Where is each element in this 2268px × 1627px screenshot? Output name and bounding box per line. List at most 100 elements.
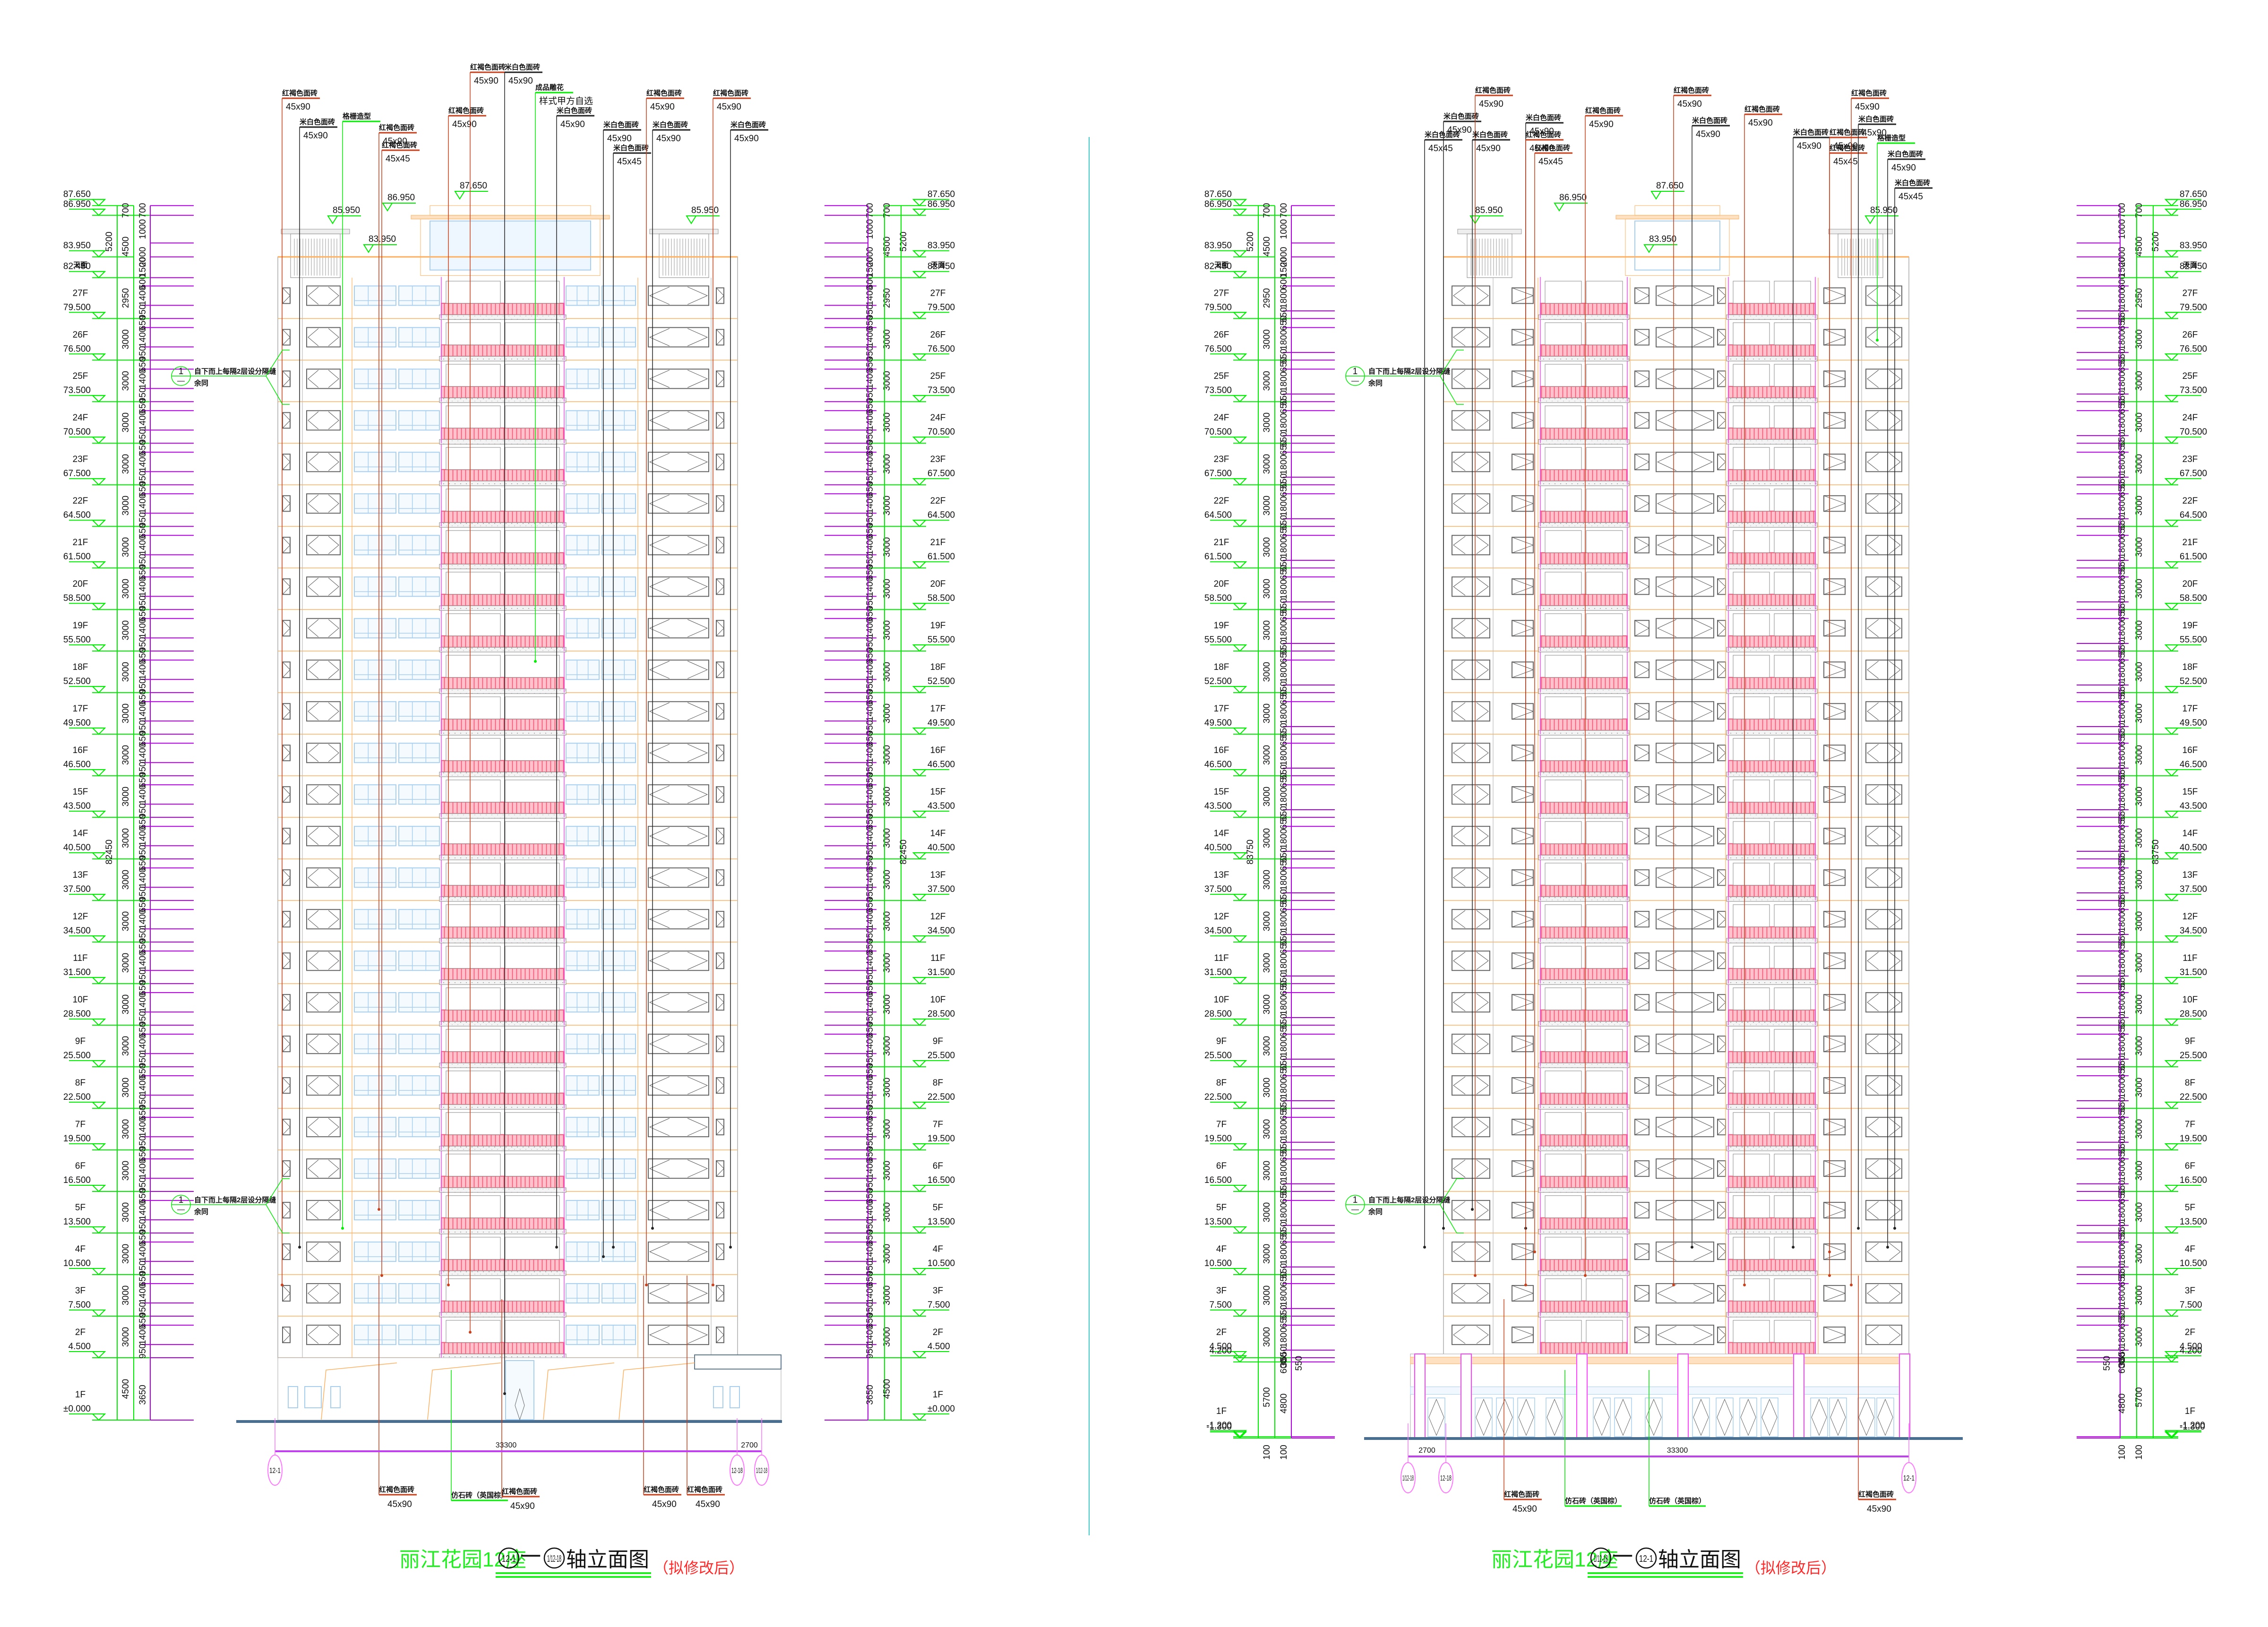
dim-floor-height: 3000 (121, 329, 131, 349)
detail-number: 1 (179, 367, 184, 377)
balcony-door (1586, 904, 1623, 927)
window-opening-mark (1693, 660, 1713, 679)
balcony-slab (1726, 1146, 1818, 1151)
dim-floor-height: 3000 (2134, 1078, 2144, 1097)
small-window (1634, 911, 1649, 928)
dim-segment: 650 (138, 1230, 148, 1245)
dim-segment: 550 (2117, 764, 2127, 779)
callout-material: 红褐色面砖 (379, 1485, 414, 1494)
dim-floor-height: 3000 (1262, 787, 1272, 806)
balcony-door (446, 488, 501, 512)
floor-label: 3F (75, 1286, 86, 1296)
glazed-window (566, 701, 600, 722)
window-opening-mark (282, 952, 291, 961)
floor-label: 21F (73, 538, 88, 548)
floor-label: 2F (2185, 1327, 2195, 1337)
dim-floor-height: 3000 (882, 496, 892, 515)
dim-floor-height: 3000 (121, 911, 131, 931)
level-value: 43.500 (928, 801, 955, 811)
level-triangle-icon (91, 1413, 106, 1421)
axis-dim-side: 2700 (741, 1441, 758, 1449)
window-opening-mark (1453, 1201, 1466, 1219)
window-opening-mark (1476, 1035, 1489, 1053)
level-triangle-icon (912, 1060, 927, 1068)
balcony-door (1586, 1195, 1623, 1218)
dim-segment: 1800 (2117, 330, 2127, 350)
glazed-window (354, 327, 396, 348)
level-triangle-icon (382, 203, 393, 212)
window-opening-mark (1634, 786, 1649, 795)
balcony-door (1545, 572, 1582, 595)
dim-segment: 650 (138, 1064, 148, 1079)
floor-label: 16F (930, 745, 946, 755)
callout-material: 米白色面砖 (730, 120, 766, 129)
note-leader (266, 376, 290, 405)
window-opening-mark (1634, 628, 1649, 636)
level-triangle-icon (912, 395, 927, 402)
dim-segment: 1400 (138, 785, 148, 805)
floor-label: 17F (930, 704, 946, 714)
window-opening-mark (1476, 328, 1489, 346)
small-window (716, 578, 724, 595)
casement-window (306, 493, 341, 514)
balcony-railing (1540, 1051, 1628, 1064)
level-value: 52.500 (2180, 676, 2207, 686)
dim-floor-height: 3000 (882, 1161, 892, 1181)
level-value: 7.500 (2180, 1300, 2202, 1310)
window-opening-mark (308, 1035, 319, 1053)
leader-dot (1850, 1284, 1853, 1286)
window-opening-mark (1512, 1327, 1534, 1336)
window-opening-mark (308, 1076, 319, 1095)
dim-segment: 650 (1279, 1189, 1289, 1204)
casement-window (648, 867, 709, 888)
window-opening-mark (716, 370, 724, 379)
casement-window (1656, 659, 1714, 680)
crown-cornice (1615, 215, 1739, 220)
dim-segment: 650 (138, 690, 148, 705)
level-triangle-icon (327, 215, 338, 224)
floor-label: 18F (1214, 662, 1229, 672)
shop-window (1692, 1397, 1710, 1437)
window-opening-mark (1693, 411, 1713, 429)
window-opening-mark (1657, 536, 1676, 554)
window-opening-mark (328, 993, 339, 1011)
dim-segment: 650 (138, 898, 148, 913)
casement-window (648, 1034, 709, 1054)
level-value: 43.500 (1204, 801, 1232, 811)
level-triangle-icon (2164, 935, 2179, 943)
window-opening-mark (1657, 1242, 1676, 1261)
leader-dot (555, 1246, 558, 1249)
casement-window (1452, 452, 1490, 472)
window-opening-mark (1867, 868, 1879, 887)
balcony-railing (1540, 469, 1628, 482)
dim-segment: 950 (865, 512, 875, 527)
dim-segment: 650 (1279, 607, 1289, 622)
dim-segment: 950 (865, 1094, 875, 1109)
axis-bubble-icon (754, 1455, 769, 1486)
window-opening-mark (1453, 1118, 1466, 1136)
dim-segment: 950 (138, 554, 148, 569)
window-opening-mark (649, 328, 670, 346)
floor-label: 10F (930, 995, 946, 1005)
window-opening-mark (1867, 910, 1879, 928)
dim-segment: 1400 (138, 452, 148, 472)
dim-segment: 650 (138, 773, 148, 788)
small-window (1512, 1327, 1534, 1344)
window-opening-mark (1657, 1118, 1676, 1136)
window-opening-mark (1823, 287, 1846, 296)
window-opening-mark (1693, 744, 1713, 762)
window-opening-mark (1634, 877, 1649, 886)
balcony-slab (439, 564, 567, 569)
level-column: 4.5002F300095014006507.5003F300095014006… (825, 189, 955, 1421)
dim-segment: 550 (2117, 931, 2127, 946)
window-opening-mark (716, 1160, 724, 1169)
dim-floor-height: 3000 (121, 496, 131, 515)
casement-window (1865, 909, 1902, 930)
level-triangle-icon (91, 1060, 106, 1068)
balcony-door (446, 987, 501, 1010)
dim-floor-height: 3000 (882, 953, 892, 973)
casement-window (1865, 410, 1902, 431)
casement-window (1452, 1325, 1490, 1345)
